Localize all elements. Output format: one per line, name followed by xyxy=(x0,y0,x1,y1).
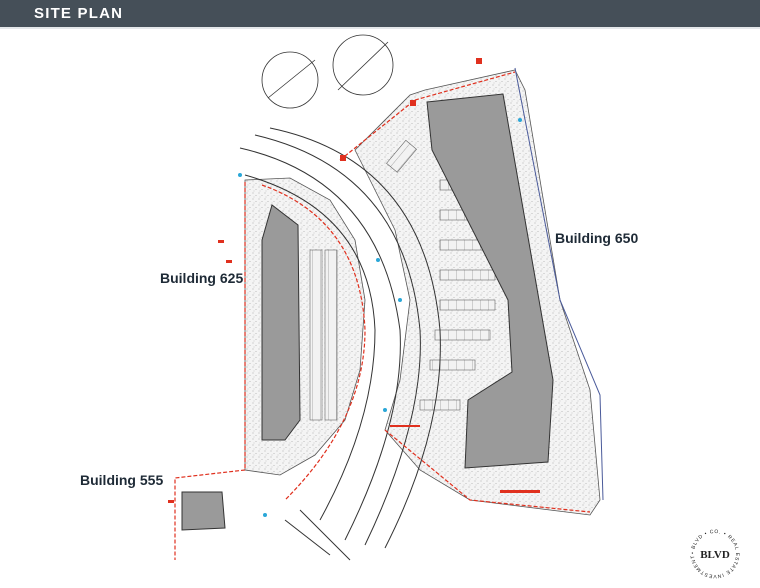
detail-callouts xyxy=(261,34,394,109)
utility-marks xyxy=(238,118,522,517)
svg-text:BLVD: BLVD xyxy=(700,549,730,561)
header-bar: SITE PLAN xyxy=(0,0,760,29)
building-650-label: Building 650 xyxy=(555,230,639,246)
page-title: SITE PLAN xyxy=(34,5,124,22)
blvd-logo: • BLVD • CO. • REAL ESTATE INVESTMENT • … xyxy=(686,525,739,579)
building-625-footprint xyxy=(261,204,301,441)
site-plan-drawing xyxy=(168,34,604,561)
markup-marks xyxy=(168,58,540,503)
east-boundary xyxy=(514,67,604,501)
building-650-footprint xyxy=(426,93,554,469)
building-555-footprint xyxy=(181,491,226,531)
road-arcs xyxy=(239,127,441,561)
building-625-label: Building 625 xyxy=(160,270,244,286)
building-555-label: Building 555 xyxy=(80,472,164,488)
